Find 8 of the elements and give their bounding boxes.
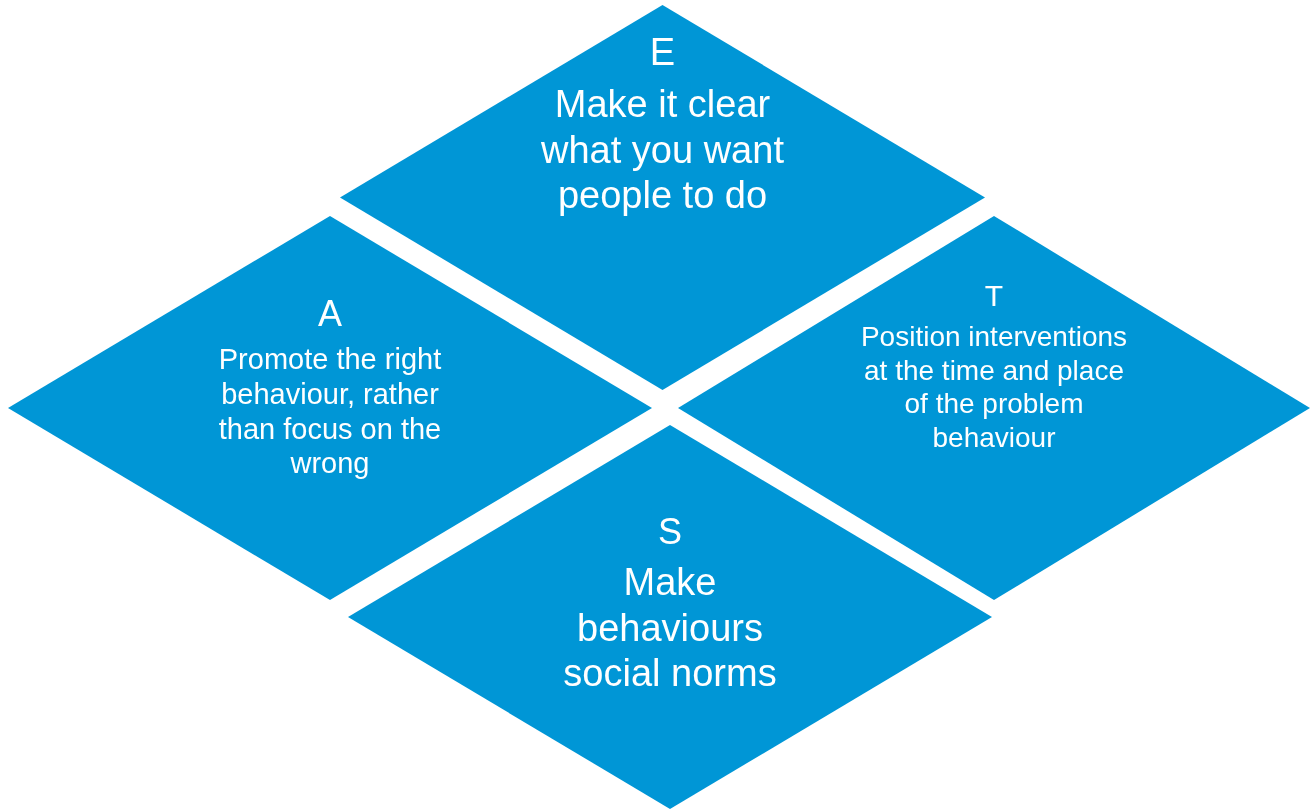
letter-heading: E [648,30,677,75]
description-text: Position interventions at the time and place of the problem behaviour [859,320,1129,455]
description-text: Make behaviours social norms [562,560,778,697]
letter-heading: A [317,292,343,336]
description-text: Make it clear what you want people to do [540,82,785,219]
letter-heading: T [983,278,1005,314]
letter-heading: S [657,510,683,554]
description-text: Promote the right behaviour, rather than focus on the wrong [217,342,443,482]
